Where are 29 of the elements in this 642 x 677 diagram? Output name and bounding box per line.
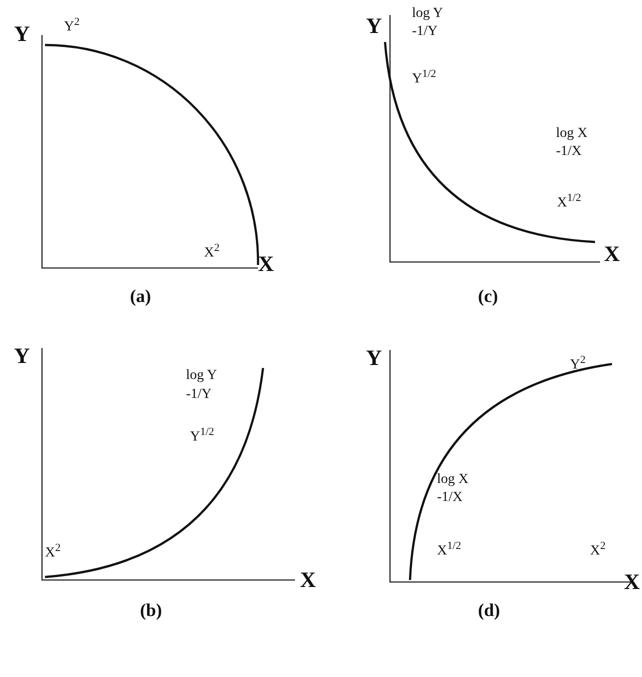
- transform-label: -1/X: [437, 490, 463, 506]
- transform-label: -1/Y: [186, 387, 212, 403]
- transform-label: log Y: [186, 368, 217, 384]
- panel-label: (c): [478, 286, 498, 306]
- transform-label: Y$^{2}$: [570, 353, 586, 374]
- transform-label: log X: [437, 472, 468, 488]
- transform-label: log X: [556, 126, 588, 142]
- transform-label: X$^{1/2}$: [437, 539, 462, 560]
- axis-label: X: [624, 570, 640, 594]
- axis-label: Y: [366, 14, 382, 38]
- transform-label: X$^{2}$: [45, 541, 61, 562]
- transform-label: log Y: [412, 6, 443, 22]
- axis-label: X: [300, 568, 316, 592]
- axis-label: Y: [366, 346, 382, 370]
- transform-label: X$^{2}$: [204, 241, 220, 262]
- axis-label: X: [604, 242, 620, 266]
- panel-label: (b): [140, 600, 162, 620]
- transform-label: X$^{2}$: [590, 539, 606, 560]
- axis-label: Y: [14, 22, 30, 46]
- transform-label: Y$^{2}$: [64, 15, 80, 36]
- panel-label: (d): [478, 600, 500, 620]
- transform-label: -1/Y: [412, 24, 438, 40]
- transform-label: -1/X: [556, 144, 582, 160]
- transform-label: Y$^{1/2}$: [190, 425, 214, 446]
- panel-label: (a): [130, 286, 151, 306]
- transform-label: X$^{1/2}$: [557, 191, 582, 212]
- transform-label: Y$^{1/2}$: [412, 67, 436, 88]
- axis-label: X: [258, 252, 274, 276]
- axis-label: Y: [14, 344, 30, 368]
